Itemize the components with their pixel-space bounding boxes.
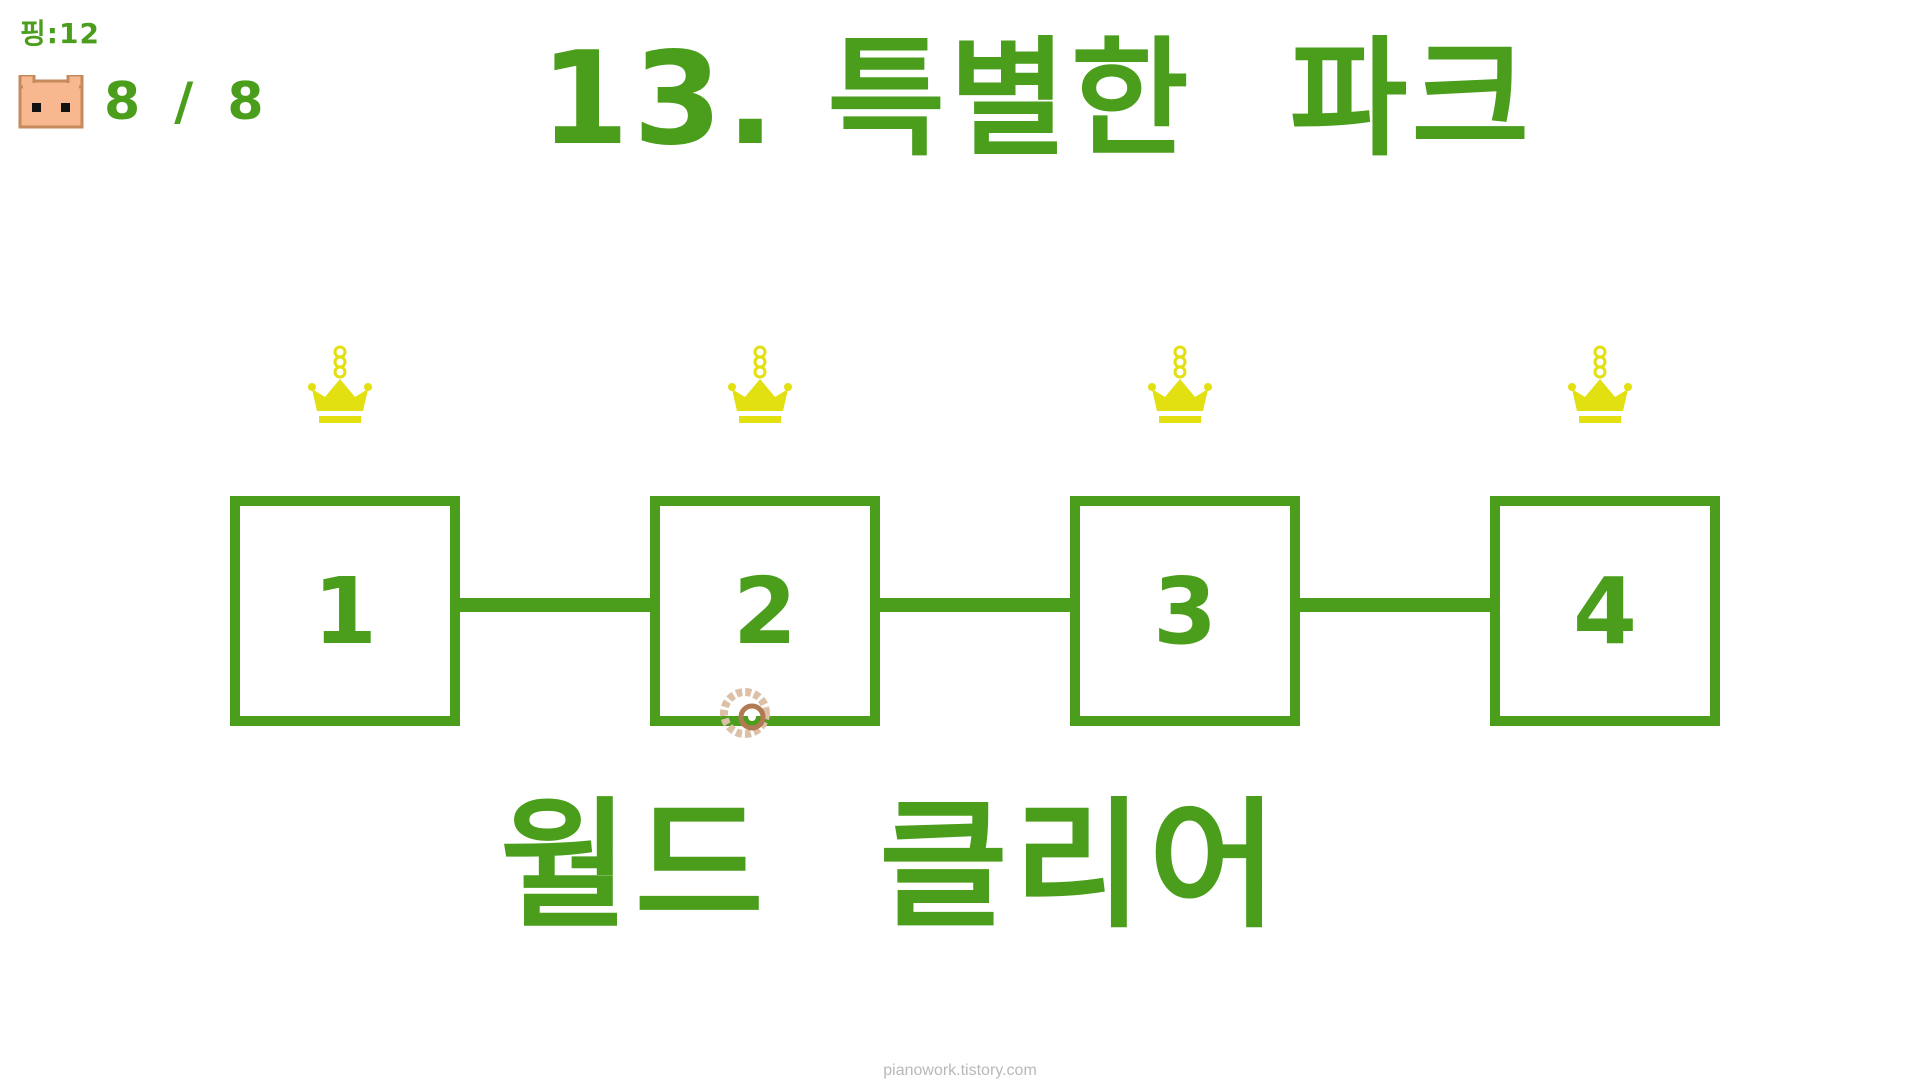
level-number: 3 <box>1152 557 1217 665</box>
stage-title: 13. 특별한 파크 <box>540 25 1534 174</box>
watermark: pianowork.tistory.com <box>883 1062 1037 1079</box>
level-number: 2 <box>732 557 797 665</box>
path-connector <box>1290 598 1490 612</box>
crown-icon <box>727 345 793 425</box>
world-clear-text: 월드 클리어 <box>500 785 1284 948</box>
player-counter: 8 / 8 <box>18 72 272 132</box>
level-3-button[interactable]: 3 <box>1070 496 1300 726</box>
level-1-button[interactable]: 1 <box>230 496 460 726</box>
crown-icon <box>1567 345 1633 425</box>
player-count: 8 / 8 <box>104 72 272 132</box>
player-cursor-icon <box>718 686 778 746</box>
cat-face-icon <box>18 73 84 129</box>
path-connector <box>450 598 650 612</box>
level-2-button[interactable]: 2 <box>650 496 880 726</box>
crown-icon <box>307 345 373 425</box>
level-number: 1 <box>312 557 377 665</box>
level-number: 4 <box>1572 557 1637 665</box>
ping-readout: 핑:12 <box>20 17 100 50</box>
crown-icon <box>1147 345 1213 425</box>
path-connector <box>870 598 1070 612</box>
level-4-button[interactable]: 4 <box>1490 496 1720 726</box>
